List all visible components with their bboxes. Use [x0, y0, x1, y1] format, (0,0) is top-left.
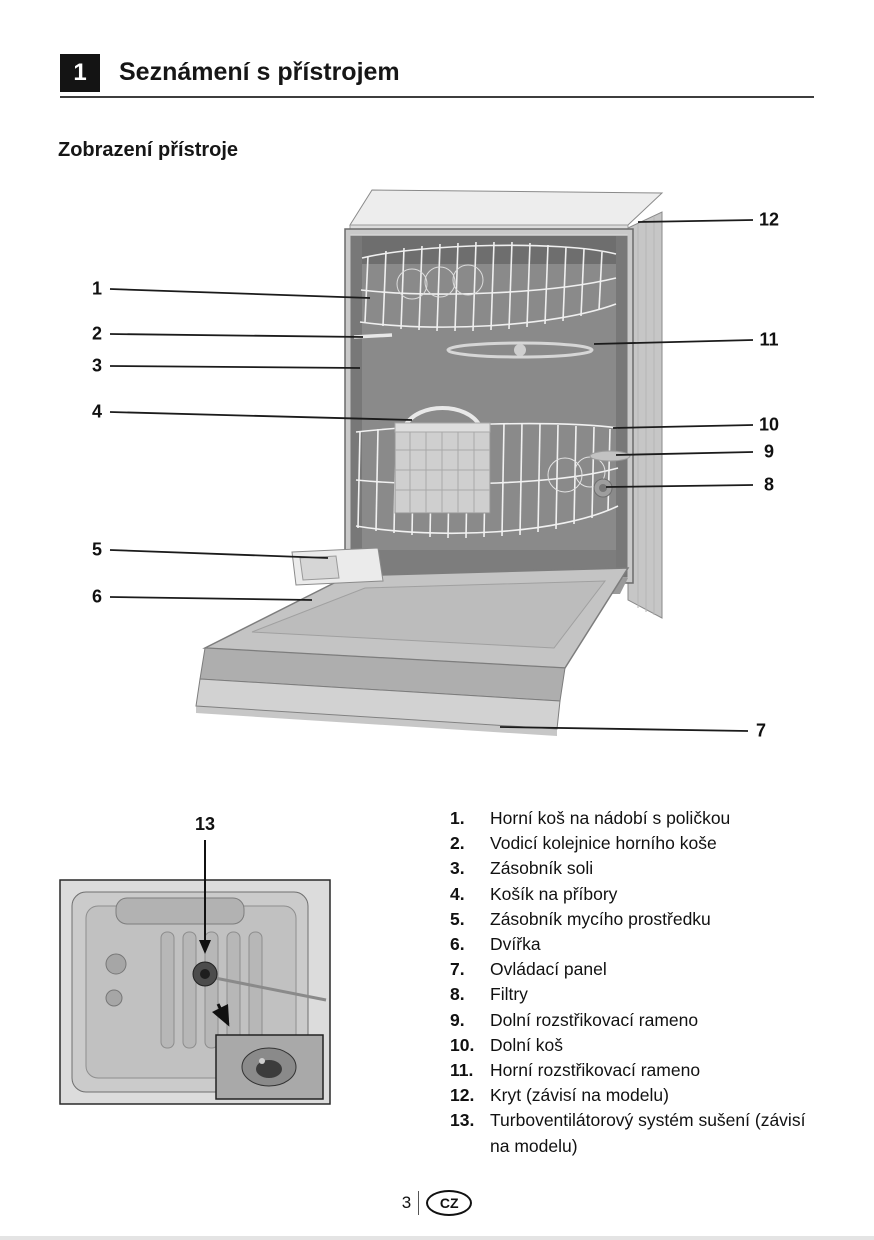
callout-7: 7	[755, 720, 767, 741]
part-number: 7.	[450, 959, 465, 980]
callout-2: 2	[91, 323, 103, 344]
footer-divider	[418, 1191, 420, 1215]
part-list-item: 2. Vodicí kolejnice horního koše	[450, 831, 822, 856]
turbo-fan-inset-figure: 13	[58, 812, 338, 1112]
page-bottom-edge	[0, 1236, 874, 1240]
part-number: 3.	[450, 858, 465, 879]
part-number: 13.	[450, 1110, 475, 1131]
part-list-item: 10. Dolní koš	[450, 1033, 822, 1058]
part-number: 5.	[450, 908, 465, 929]
part-list-item: 13. Turboventilátorový systém sušení (zá…	[450, 1108, 822, 1158]
part-list-item: 6. Dvířka	[450, 932, 822, 957]
part-label: Horní koš na nádobí s poličkou	[490, 808, 731, 828]
page-title: Seznámení s přístrojem	[119, 58, 400, 86]
section-subtitle: Zobrazení přístroje	[58, 139, 239, 161]
page-number: 3	[401, 1193, 412, 1212]
callout-4: 4	[91, 401, 103, 422]
part-number: 10.	[450, 1034, 475, 1055]
part-list-item: 7. Ovládací panel	[450, 957, 822, 982]
part-number: 12.	[450, 1085, 475, 1106]
callout-6: 6	[91, 586, 103, 607]
part-label: Dvířka	[490, 934, 541, 955]
callout-9: 9	[763, 441, 775, 462]
part-label: Košík na příbory	[490, 883, 618, 904]
callout-5: 5	[91, 539, 103, 560]
part-label: Vodicí kolejnice horního koše	[490, 833, 717, 854]
language-badge: CZ	[426, 1190, 473, 1216]
part-label: Zásobník soli	[490, 858, 594, 879]
part-label: Horní rozstřikovací rameno	[490, 1060, 701, 1081]
part-number: 4.	[450, 883, 465, 904]
callout-10: 10	[758, 414, 780, 435]
part-number: 1.	[450, 808, 465, 828]
part-number: 9.	[450, 1009, 465, 1030]
part-label: Ovládací panel	[490, 959, 607, 980]
part-list-item: 1. Horní koš na nádobí s poličkou	[450, 806, 822, 831]
callout-1: 1	[91, 278, 103, 299]
part-number: 6.	[450, 934, 465, 955]
part-label: Kryt (závisí na modelu)	[490, 1085, 669, 1106]
part-list-item: 9. Dolní rozstřikovací rameno	[450, 1008, 822, 1033]
cutlery-basket	[394, 406, 491, 514]
part-number: 11.	[450, 1060, 474, 1081]
callout-8: 8	[763, 474, 775, 495]
dishwasher-illustration	[109, 189, 754, 736]
page-footer: 3 CZ	[0, 1190, 874, 1216]
header-rule	[60, 96, 814, 98]
part-label: Filtry	[490, 984, 528, 1005]
part-list-item: 4. Košík na příbory	[450, 882, 822, 907]
callout-12: 12	[758, 209, 780, 230]
callout-13: 13	[194, 814, 216, 834]
part-label: Turboventilátorový systém sušení (závisí…	[490, 1110, 806, 1156]
part-label: Dolní rozstřikovací rameno	[490, 1009, 699, 1030]
appliance-diagram: 1 2 3 4 5 6 12 11 10 9 8 7	[60, 180, 814, 780]
part-label: Dolní koš	[490, 1034, 563, 1055]
upper-rack	[359, 241, 617, 332]
parts-list: 1. Horní koš na nádobí s poličkou 2. Vod…	[450, 806, 822, 1159]
part-list-item: 8. Filtry	[450, 982, 822, 1007]
section-number-box: 1	[60, 54, 100, 92]
part-number: 2.	[450, 833, 465, 854]
part-list-item: 3. Zásobník soli	[450, 856, 822, 881]
part-list-item: 12. Kryt (závisí na modelu)	[450, 1083, 822, 1108]
part-label: Zásobník mycího prostředku	[490, 908, 711, 929]
part-number: 8.	[450, 984, 465, 1005]
turbo-fan-illustration	[59, 840, 331, 1105]
callout-leader-lines	[109, 219, 754, 732]
callout-11: 11	[759, 329, 779, 350]
callout-3: 3	[91, 355, 103, 376]
part-list-item: 5. Zásobník mycího prostředku	[450, 907, 822, 932]
part-list-item: 11. Horní rozstřikovací rameno	[450, 1058, 822, 1083]
